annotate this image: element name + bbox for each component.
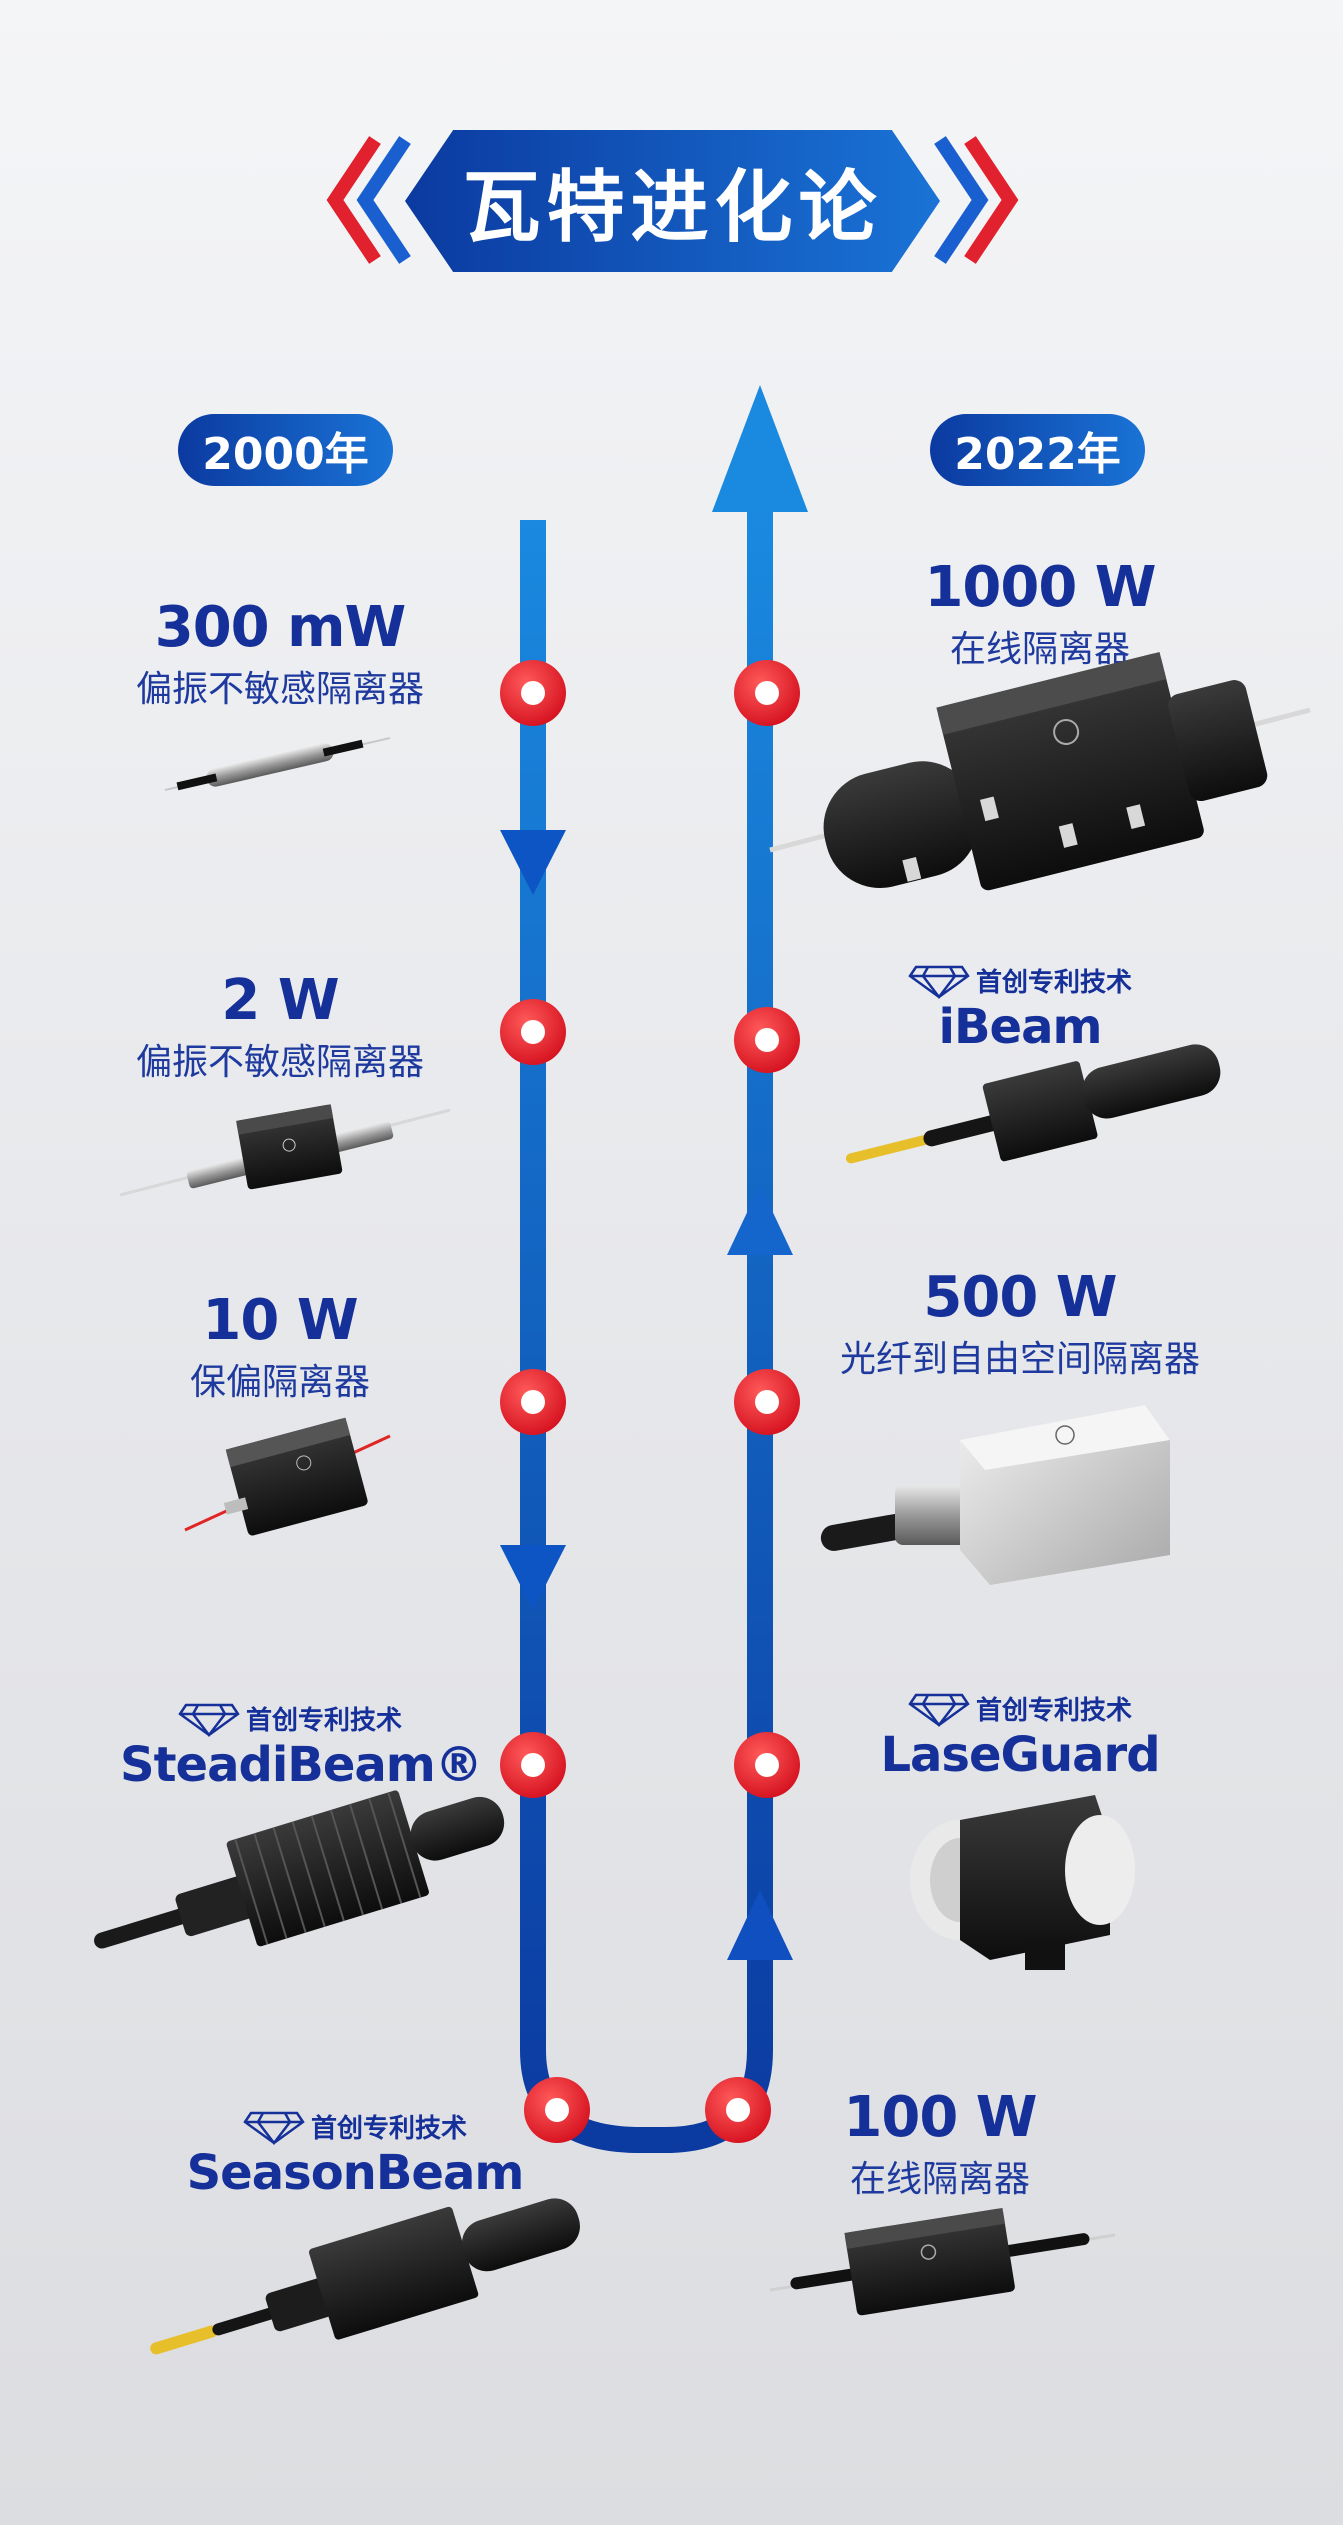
timeline-marker-icon: [734, 660, 800, 726]
year-start-label: 2000年: [202, 429, 369, 480]
product-image-10w: [184, 1417, 391, 1536]
product-image-500w: [820, 1405, 1170, 1585]
product-image-steadibeam: [94, 1790, 505, 1949]
milestone-desc: 偏振不敏感隔离器: [135, 1042, 424, 1083]
milestone-300mw: 300 mW 偏振不敏感隔离器: [110, 595, 450, 712]
milestone-desc: 保偏隔离器: [189, 1362, 370, 1403]
year-end-badge: 2022年: [930, 414, 1145, 486]
arrow-down-icon: [500, 830, 566, 895]
milestone-desc: 在线隔离器: [949, 629, 1130, 670]
timeline-marker-icon: [500, 1369, 566, 1435]
brand-name: LaseGuard: [880, 1727, 1160, 1783]
product-image-300mw: [164, 737, 391, 791]
brand-name: SteadiBeam®: [120, 1737, 483, 1793]
milestone-100w: 100 W 在线隔离器: [770, 2085, 1110, 2202]
diamond-icon: [243, 2111, 305, 2145]
patent-tag: 首创专利技术: [975, 1696, 1132, 1726]
product-image-2w: [119, 1104, 451, 1197]
timeline-marker-icon: [734, 1369, 800, 1435]
milestone-power: 10 W: [202, 1288, 358, 1353]
year-end-label: 2022年: [954, 429, 1121, 480]
milestone-steadibeam: 首创专利技术 SteadiBeam®: [120, 1700, 483, 1793]
chevron-right-icon: [934, 136, 1019, 264]
timeline-marker-icon: [500, 999, 566, 1065]
timeline-marker-icon: [524, 2077, 590, 2143]
timeline-marker-icon: [705, 2077, 771, 2143]
diamond-icon: [178, 1703, 240, 1737]
timeline-marker-icon: [500, 660, 566, 726]
chevron-left-icon: [326, 136, 411, 264]
milestone-laseguard: 首创专利技术 LaseGuard: [850, 1690, 1190, 1783]
diamond-icon: [908, 965, 970, 999]
milestone-desc: 偏振不敏感隔离器: [135, 669, 424, 710]
page-title: 瓦特进化论: [462, 163, 883, 253]
milestone-500w: 500 W 光纤到自由空间隔离器: [820, 1265, 1220, 1382]
title-banner: 瓦特进化论: [405, 130, 940, 272]
milestone-power: 1000 W: [924, 555, 1156, 620]
milestone-power: 100 W: [843, 2085, 1037, 2150]
brand-name: SeasonBeam: [186, 2145, 525, 2201]
arrow-up-icon: [712, 385, 808, 512]
patent-tag: 首创专利技术: [975, 968, 1132, 998]
arrow-up-icon: [727, 1890, 793, 1960]
timeline-marker-icon: [734, 1732, 800, 1798]
milestone-power: 300 mW: [154, 595, 407, 660]
product-image-100w: [769, 2208, 1116, 2316]
title-chevrons: [326, 136, 1019, 264]
milestone-power: 2 W: [221, 968, 339, 1033]
brand-name: iBeam: [938, 999, 1103, 1055]
product-image-seasonbeam: [150, 2198, 580, 2355]
milestone-1000w: 1000 W 在线隔离器: [870, 555, 1210, 672]
arrow-up-icon: [727, 1185, 793, 1255]
patent-tag: 首创专利技术: [310, 2114, 467, 2144]
milestone-ibeam: 首创专利技术 iBeam: [850, 962, 1190, 1055]
timeline-marker-icon: [500, 1732, 566, 1798]
milestone-desc: 光纤到自由空间隔离器: [839, 1339, 1200, 1380]
timeline-markers: [500, 660, 800, 2143]
milestone-seasonbeam: 首创专利技术 SeasonBeam: [185, 2108, 525, 2201]
arrow-down-icon: [500, 1545, 566, 1610]
patent-tag: 首创专利技术: [245, 1706, 402, 1736]
timeline-marker-icon: [734, 1007, 800, 1073]
product-image-1000w: [769, 651, 1311, 891]
product-image-ibeam: [845, 1044, 1221, 1164]
diamond-icon: [908, 1693, 970, 1727]
product-image-laseguard: [910, 1795, 1135, 1970]
milestone-power: 500 W: [923, 1265, 1117, 1330]
milestone-desc: 在线隔离器: [849, 2159, 1030, 2200]
year-start-badge: 2000年: [178, 414, 393, 486]
milestone-2w: 2 W 偏振不敏感隔离器: [110, 968, 450, 1085]
milestone-10w: 10 W 保偏隔离器: [110, 1288, 450, 1405]
